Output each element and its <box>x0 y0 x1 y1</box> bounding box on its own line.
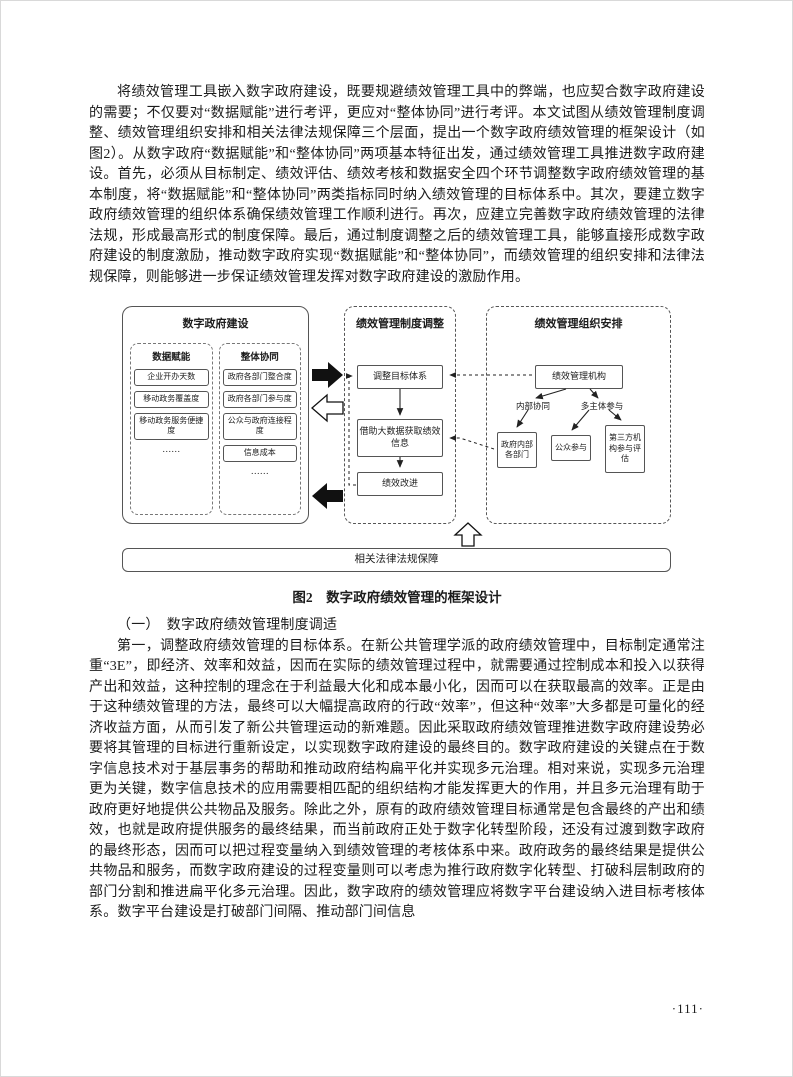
indicator-item: 公众与政府连接程度 <box>222 412 297 441</box>
page-number: ·111· <box>671 1001 704 1016</box>
org-arrangement-title: 绩效管理组织安排 <box>534 318 623 330</box>
block-arrow-right-solid <box>312 362 343 388</box>
legal-guarantee-label: 相关法律法规保障 <box>354 554 439 565</box>
node-internal-departments: 政府内部各部门 <box>497 432 537 468</box>
holistic-coordination-title: 整体协同 <box>240 353 279 363</box>
data-empowerment-title: 数据赋能 <box>152 353 191 363</box>
institution-adjustment-title: 绩效管理制度调整 <box>356 318 444 330</box>
diagram-arrows <box>311 362 622 547</box>
ellipsis-item: …… <box>250 465 269 476</box>
institution-adjustment-box: 绩效管理制度调整 调整目标体系 借助大数据获取绩效信息 绩效改进 <box>344 306 456 524</box>
arrow-multiactor-to-public <box>571 409 590 431</box>
node-performance-agency: 绩效管理机构 <box>535 365 623 389</box>
framework-diagram: 数字政府建设 数据赋能 企业开办天数 移动政务覆盖度 移动政务服务便捷度 …… … <box>119 304 675 574</box>
indicator-item: 移动政务覆盖度 <box>134 390 209 408</box>
data-empowerment-column: 数据赋能 企业开办天数 移动政务覆盖度 移动政务服务便捷度 …… <box>130 343 213 515</box>
node-adjust-target-system: 调整目标体系 <box>357 365 443 389</box>
arrow-agency-to-multiactor <box>589 388 599 399</box>
block-arrow-up-hollow <box>453 522 483 547</box>
node-bigdata-performance-info: 借助大数据获取绩效信息 <box>357 419 443 457</box>
text-column: 将绩效管理工具嵌入数字政府建设，既要规避绩效管理工具中的弊端，也应契合数字政府建… <box>89 83 705 924</box>
ellipsis-item: …… <box>162 444 181 455</box>
label-multi-actor-participation: 多主体参与 <box>580 401 624 411</box>
org-arrangement-box: 绩效管理组织安排 绩效管理机构 内部协同 多主体参与 政府内部各部门 公众参与 … <box>486 306 671 524</box>
block-arrow-left-hollow <box>311 393 344 423</box>
arrow-multiactor-to-thirdparty <box>608 409 622 421</box>
indicator-item: 移动政务服务便捷度 <box>134 412 209 441</box>
arrow-info-to-bigdata <box>449 435 495 450</box>
indicator-columns: 数据赋能 企业开办天数 移动政务覆盖度 移动政务服务便捷度 …… 整体协同 政府… <box>130 343 301 515</box>
node-public-participation: 公众参与 <box>551 435 591 461</box>
indicator-item: 信息成本 <box>222 445 297 462</box>
block-arrow-left-solid <box>312 483 343 509</box>
holistic-coordination-column: 整体协同 政府各部门整合度 政府各部门参与度 公众与政府连接程度 信息成本 …… <box>218 343 301 515</box>
section-heading: （一） 数字政府绩效管理制度调适 <box>117 618 338 633</box>
figure-2: 数字政府建设 数据赋能 企业开办天数 移动政务覆盖度 移动政务服务便捷度 …… … <box>89 304 705 606</box>
node-performance-improvement: 绩效改进 <box>357 472 443 496</box>
digital-gov-construction-box: 数字政府建设 数据赋能 企业开办天数 移动政务覆盖度 移动政务服务便捷度 …… … <box>122 306 309 524</box>
paragraph-2: 第一，调整政府绩效管理的目标体系。在新公共管理学派的政府绩效管理中，目标制定通常… <box>89 638 705 921</box>
arrow-feedback-loop <box>345 373 356 486</box>
node-third-party-evaluation: 第三方机构参与评估 <box>605 425 645 473</box>
figure-caption: 图2 数字政府绩效管理的框架设计 <box>292 590 502 605</box>
paragraph-1: 将绩效管理工具嵌入数字政府建设，既要规避绩效管理工具中的弊端，也应契合数字政府建… <box>89 85 705 285</box>
arrow-agency-to-internal <box>535 388 567 400</box>
indicator-item: 政府各部门整合度 <box>222 369 297 386</box>
arrow-internal-to-departments <box>516 409 529 428</box>
indicator-item: 政府各部门参与度 <box>222 390 297 408</box>
label-internal-coordination: 内部协同 <box>515 401 550 411</box>
digital-gov-construction-title: 数字政府建设 <box>182 318 249 330</box>
legal-guarantee-box: 相关法律法规保障 <box>122 548 671 572</box>
indicator-item: 企业开办天数 <box>134 369 209 386</box>
